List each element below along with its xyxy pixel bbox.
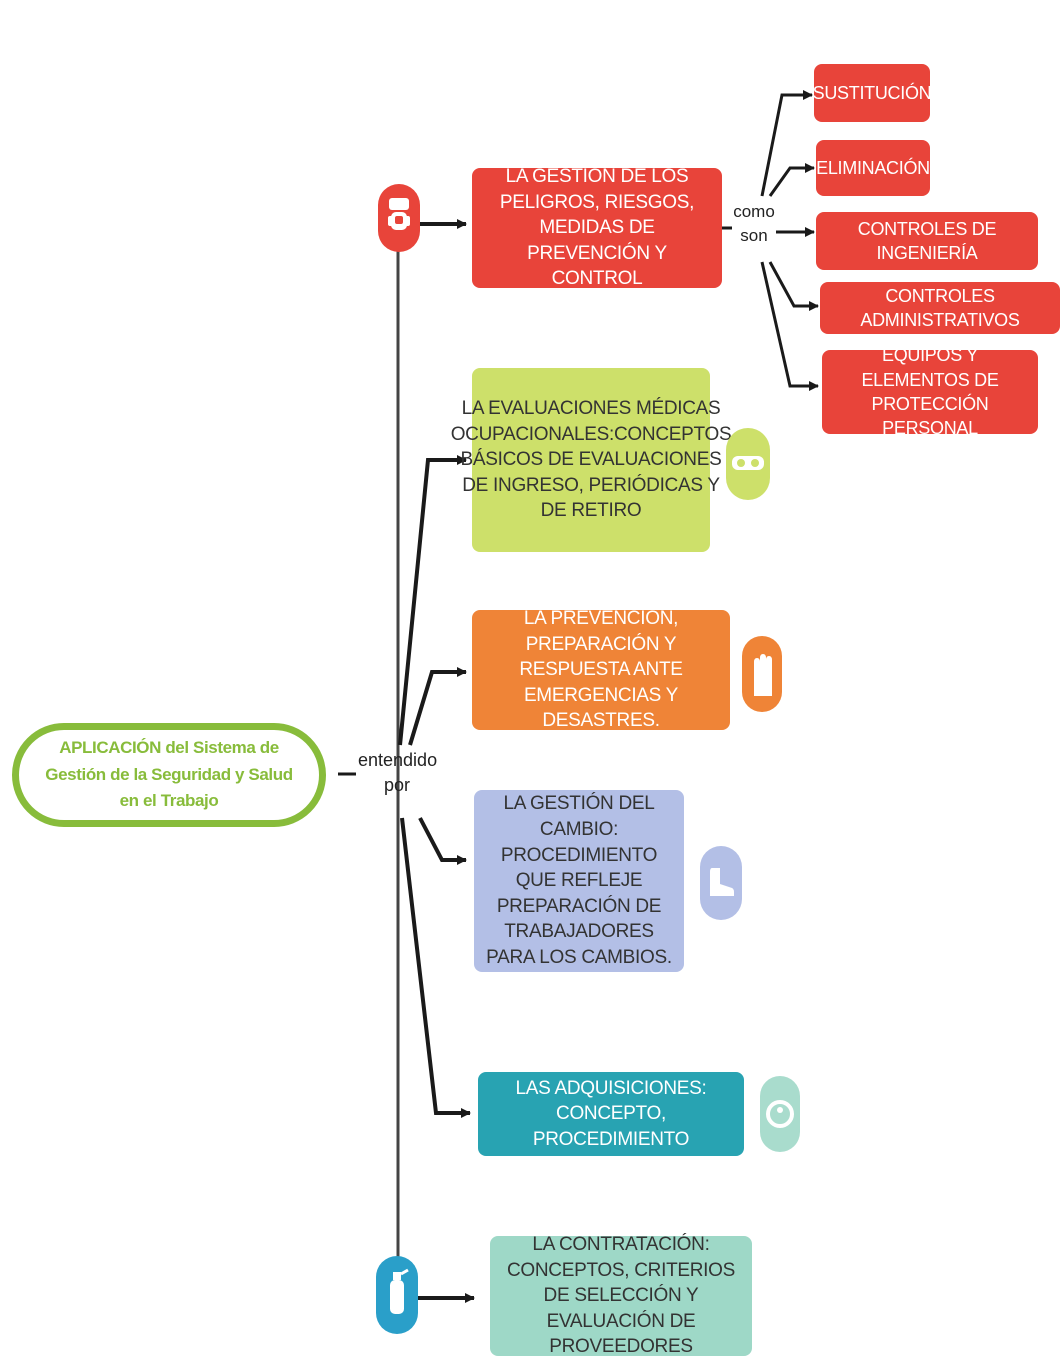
node-evaluaciones-medicas-label: LA EVALUACIONES MÉDICAS OCUPACIONALES:CO… xyxy=(450,397,732,522)
node-control-ingenieria-label: CONTROLES DE INGENIERÍA xyxy=(857,218,997,263)
node-control-administrativos: CONTROLES ADMINISTRATIVOS xyxy=(820,282,1060,334)
node-control-eliminacion-label: ELIMINACIÓN xyxy=(816,157,930,178)
node-prevencion-emergencias: LA PREVENCIÓN, PREPARACIÓN Y RESPUESTA A… xyxy=(472,608,730,731)
respirator-icon xyxy=(378,184,420,252)
safety-goggles-icon xyxy=(726,428,770,500)
node-evaluaciones-medicas: LA EVALUACIONES MÉDICAS OCUPACIONALES:CO… xyxy=(451,368,732,552)
root-node: APLICACIÓN del Sistema de Gestión de la … xyxy=(12,723,326,827)
node-gestion-cambio: LA GESTIÓN DEL CAMBIO: PROCEDIMIENTO QUE… xyxy=(474,790,684,972)
fire-extinguisher-icon xyxy=(376,1256,418,1334)
connector-label-por: por xyxy=(383,775,410,795)
node-control-administrativos-label: CONTROLES ADMINISTRATIVOS xyxy=(860,285,1020,330)
node-adquisiciones-label: LAS ADQUISICIONES: CONCEPTO, PROCEDIMIEN… xyxy=(515,1077,707,1150)
connector-label-como: como xyxy=(733,202,775,221)
node-control-epp-label: EQUIPOS Y ELEMENTOS DE PROTECCIÓN PERSON… xyxy=(861,345,999,439)
node-gestion-peligros-label: LA GESTIÓN DE LOS PELIGROS, RIESGOS, MED… xyxy=(499,165,695,290)
node-contratacion-label: LA CONTRATACIÓN: CONCEPTOS, CRITERIOS DE… xyxy=(506,1233,735,1358)
connector-label-son: son xyxy=(740,226,768,245)
node-control-sustitucion-label: SUSTITUCIÓN xyxy=(812,82,932,103)
node-adquisiciones: LAS ADQUISICIONES: CONCEPTO, PROCEDIMIEN… xyxy=(478,1072,744,1156)
glove-icon xyxy=(742,636,782,712)
safety-boot-icon xyxy=(700,846,742,920)
node-control-epp: EQUIPOS Y ELEMENTOS DE PROTECCIÓN PERSON… xyxy=(822,345,1038,438)
node-contratacion: LA CONTRATACIÓN: CONCEPTOS, CRITERIOS DE… xyxy=(490,1234,752,1357)
node-control-eliminacion: ELIMINACIÓN xyxy=(816,140,930,196)
node-prevencion-emergencias-label: LA PREVENCIÓN, PREPARACIÓN Y RESPUESTA A… xyxy=(519,607,683,732)
node-gestion-peligros: LA GESTIÓN DE LOS PELIGROS, RIESGOS, MED… xyxy=(472,166,722,289)
root-node-label: APLICACIÓN del Sistema de Gestión de la … xyxy=(45,738,293,811)
node-gestion-cambio-label: LA GESTIÓN DEL CAMBIO: PROCEDIMIENTO QUE… xyxy=(486,793,672,969)
node-control-ingenieria: CONTROLES DE INGENIERÍA xyxy=(816,212,1038,270)
ear-protection-icon xyxy=(760,1076,800,1152)
node-control-sustitucion: SUSTITUCIÓN xyxy=(812,64,932,122)
connector-label-entendido: entendido xyxy=(358,750,438,770)
